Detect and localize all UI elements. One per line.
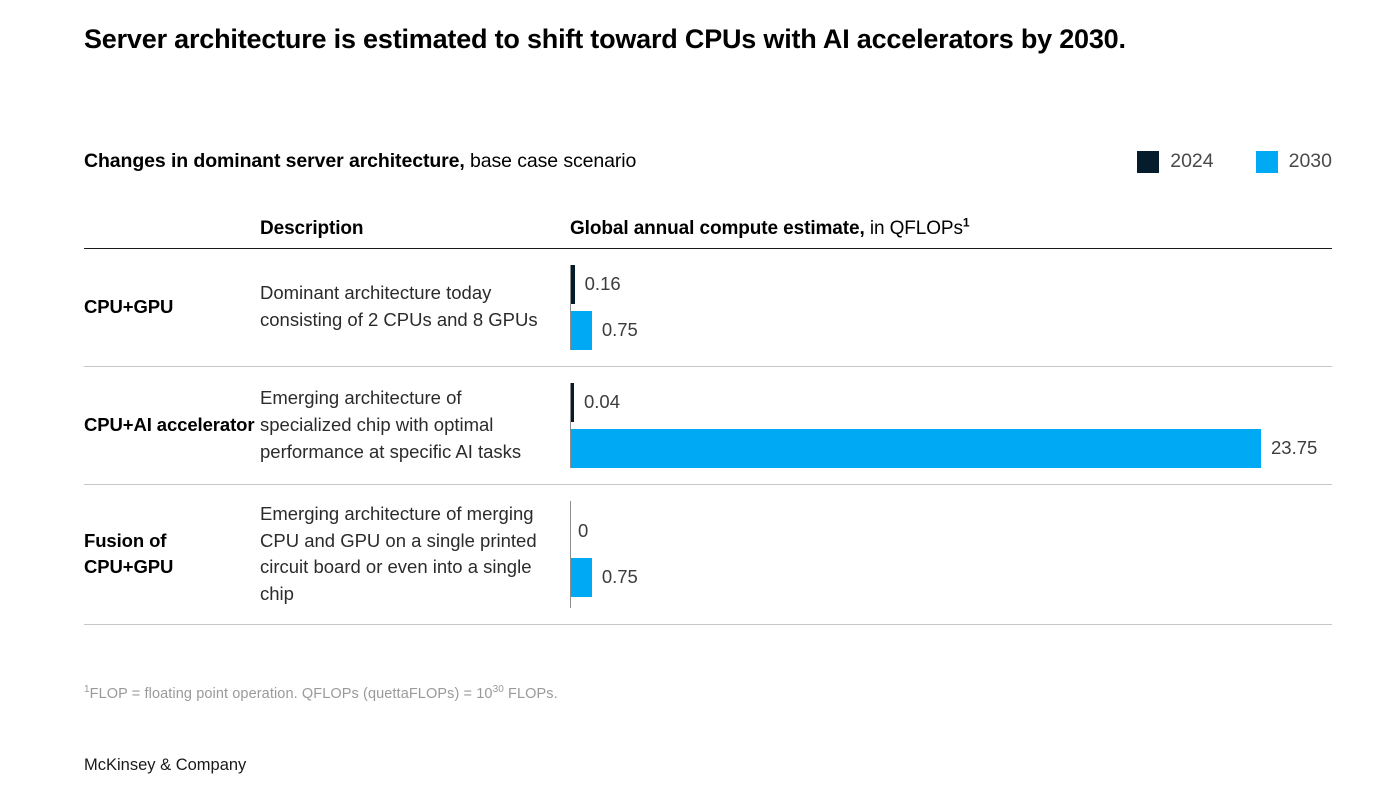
footnote-exponent: 30 (492, 684, 504, 696)
header-chart-footnote-marker: 1 (962, 215, 970, 230)
header-chart: Global annual compute estimate, in QFLOP… (570, 215, 1332, 241)
bar-group: 0.04 23.75 (570, 382, 1332, 468)
table-body: CPU+GPU Dominant architecture today consi… (84, 249, 1332, 626)
chart-subtitle: Changes in dominant server architecture,… (84, 150, 636, 173)
row-description: Emerging architecture of specialized chi… (260, 387, 522, 462)
legend-swatch-2030 (1255, 150, 1278, 173)
row-description: Dominant architecture today consisting o… (260, 282, 538, 331)
subtitle-regular: base case scenario (464, 150, 637, 172)
bar-2024[interactable] (570, 382, 574, 422)
bar-group: 0.16 0.75 (570, 264, 1332, 350)
bar-2030[interactable] (570, 428, 1261, 468)
legend-label-2030: 2030 (1288, 150, 1332, 172)
bar-value-label: 0.16 (584, 273, 621, 295)
source-attribution: McKinsey & Company (84, 756, 247, 774)
legend-item-2030[interactable]: 2030 (1255, 150, 1332, 173)
legend-swatch-2024 (1137, 150, 1160, 173)
row-description: Emerging architecture of merging CPU and… (260, 502, 537, 605)
subtitle-bold: Changes in dominant server architecture, (84, 150, 465, 172)
row-bar-chart: 0.04 23.75 (570, 382, 1332, 468)
header-chart-regular: in QFLOPs (864, 218, 963, 239)
bar-2024[interactable] (570, 264, 575, 304)
header-rule (84, 247, 1332, 249)
architecture-table: Description Global annual compute estima… (84, 215, 1332, 626)
bar-value-label: 0.04 (584, 391, 621, 413)
bar-value-label: 0.75 (601, 566, 638, 588)
subtitle-legend-row: Changes in dominant server architecture,… (84, 150, 1332, 173)
bar-row-2030: 0.75 (570, 557, 1332, 597)
chart-axis-line (570, 382, 571, 468)
row-architecture-label: CPU+AI accelerator (84, 414, 255, 436)
chart-axis-line (570, 264, 571, 350)
footnote-text-after: FLOPs. (503, 686, 558, 702)
legend-item-2024[interactable]: 2024 (1137, 150, 1214, 173)
row-architecture-label: Fusion of CPU+GPU (84, 530, 174, 578)
bar-value-label: 0.75 (601, 319, 638, 341)
bar-2030[interactable] (570, 557, 592, 597)
chart-legend: 2024 2030 (1137, 150, 1332, 173)
footnote: 1FLOP = floating point operation. QFLOPs… (84, 684, 558, 702)
row-bar-chart: 0.16 0.75 (570, 264, 1332, 350)
bar-row-2030: 0.75 (570, 310, 1332, 350)
footnote-text-before: FLOP = floating point operation. QFLOPs … (89, 686, 493, 702)
header-description: Description (260, 218, 364, 239)
bar-row-2024: 0.16 (570, 264, 1332, 304)
bar-2030[interactable] (570, 310, 592, 350)
table-row: Fusion of CPU+GPU Emerging architecture o… (84, 485, 1332, 626)
legend-label-2024: 2024 (1170, 150, 1214, 172)
row-architecture-label: CPU+GPU (84, 296, 174, 318)
footnote-marker: 1 (84, 684, 90, 696)
page-title: Server architecture is estimated to shif… (84, 24, 1126, 54)
bar-value-label: 0 (578, 520, 589, 542)
bar-row-2024: 0 (570, 512, 1332, 551)
bar-row-2030: 23.75 (570, 428, 1332, 468)
table-header-row: Description Global annual compute estima… (84, 215, 1332, 248)
table-row: CPU+GPU Dominant architecture today consi… (84, 249, 1332, 367)
chart-axis-line (570, 500, 571, 609)
header-chart-bold: Global annual compute estimate, (570, 218, 865, 239)
bar-value-label: 23.75 (1271, 437, 1318, 459)
bar-row-2024: 0.04 (570, 382, 1332, 422)
